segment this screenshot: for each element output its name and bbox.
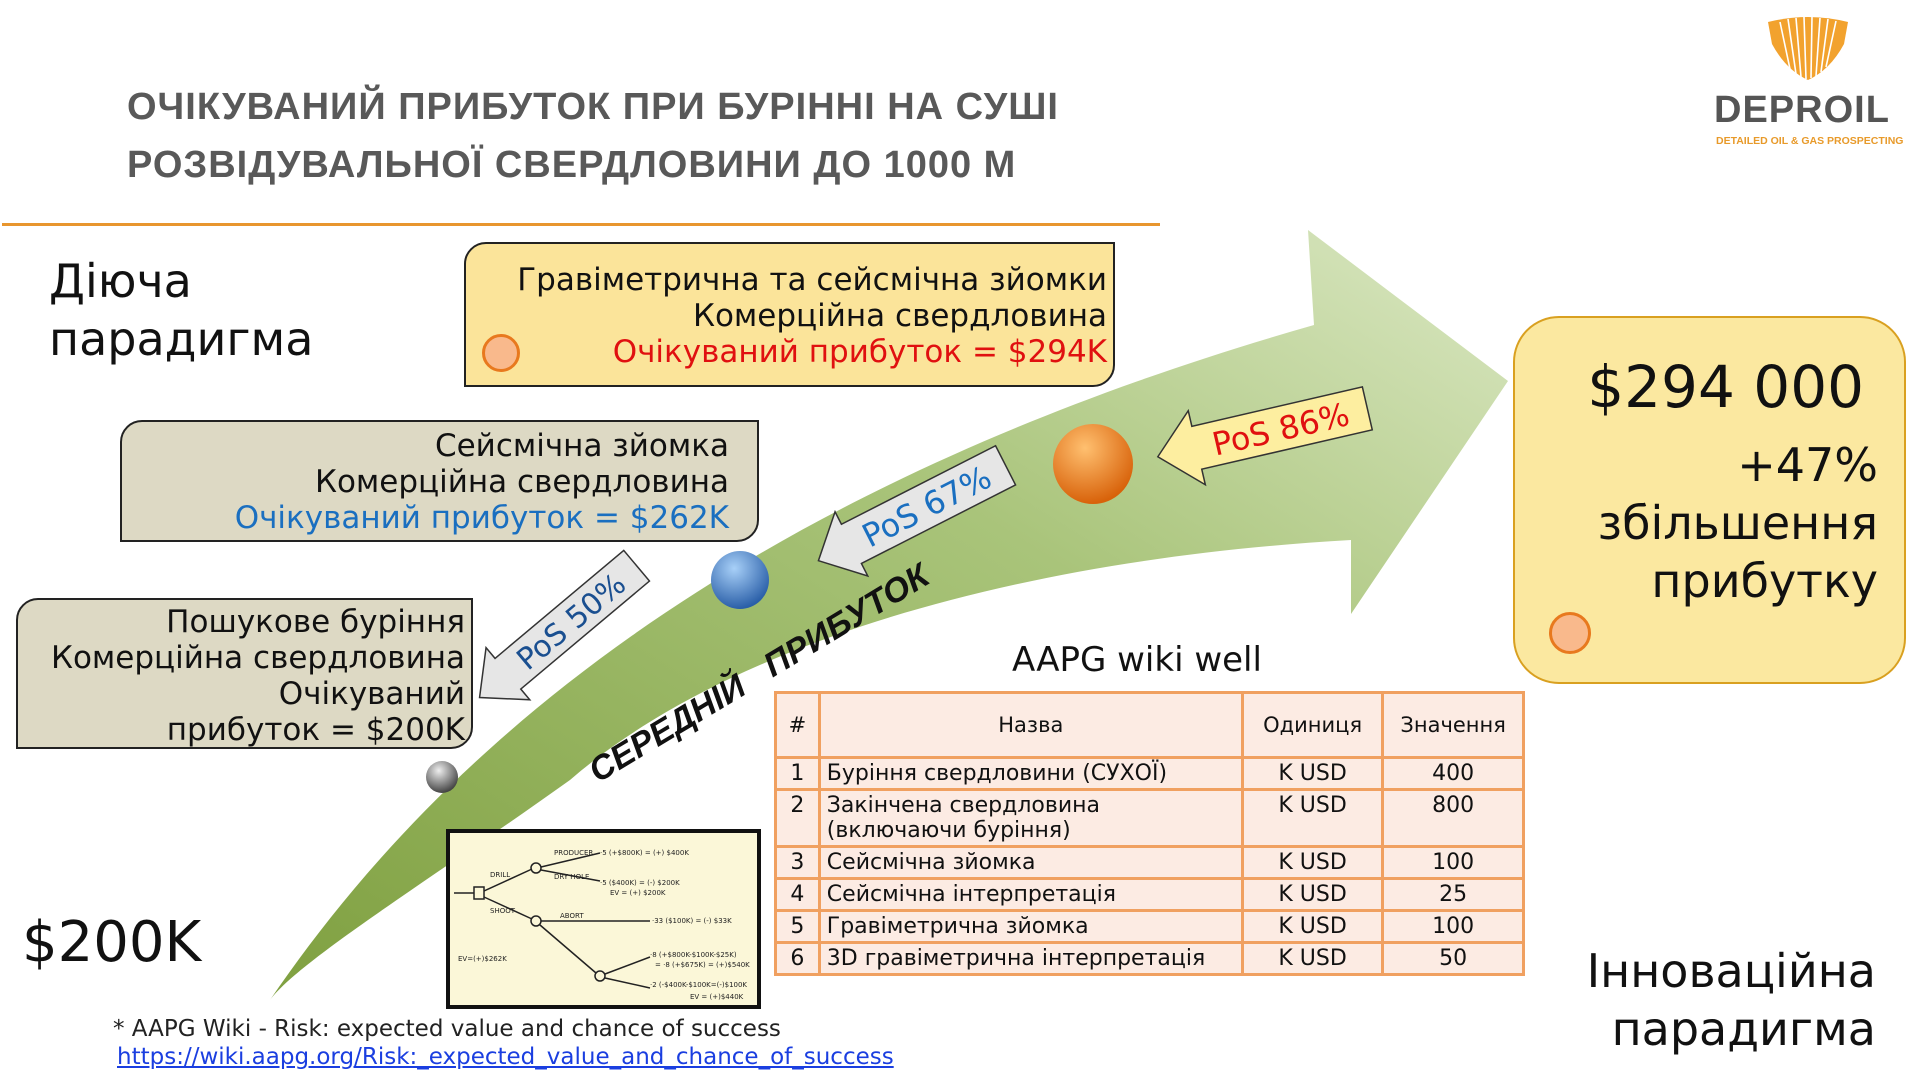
box-line: Комерційна свердловина bbox=[50, 640, 465, 676]
innovative-paradigm-line-1: Інноваційна bbox=[1586, 944, 1876, 998]
cell-name: 3D гравіметрична інтерпретація bbox=[817, 941, 1244, 976]
footnote: * AAPG Wiki - Risk: expected value and c… bbox=[113, 1016, 781, 1042]
tree-ev: EV = (+)$440K bbox=[690, 993, 744, 1001]
header-number: # bbox=[774, 691, 821, 759]
blue-sphere bbox=[711, 551, 769, 609]
orange-circle-icon bbox=[1549, 612, 1591, 654]
header-name: Назва bbox=[817, 691, 1244, 759]
cell-unit: K USD bbox=[1240, 756, 1385, 791]
title-divider bbox=[2, 223, 1160, 226]
cell-unit: K USD bbox=[1240, 845, 1385, 880]
expected-profit-294: Очікуваний прибуток = $294K bbox=[612, 334, 1107, 370]
innovative-paradigm-line-2: парадигма bbox=[1611, 1002, 1876, 1056]
cell-name: Буріння свердловини (СУХОЇ) bbox=[817, 756, 1244, 791]
cell-unit: K USD bbox=[1240, 941, 1385, 976]
header-value: Значення bbox=[1381, 691, 1525, 759]
result-box: $294 000 +47% збільшення прибутку bbox=[1513, 316, 1906, 684]
tree-result: ·33 ($100K) = (-) $33K bbox=[652, 917, 732, 925]
page-title: ОЧІКУВАНИЙ ПРИБУТОК ПРИ БУРІННІ НА СУШІ … bbox=[127, 78, 1059, 194]
tree-producer: PRODUCER bbox=[554, 849, 593, 857]
cell-value: 400 bbox=[1381, 756, 1525, 791]
tree-drill: DRILL bbox=[490, 871, 510, 879]
header-unit: Одиниця bbox=[1240, 691, 1385, 759]
tree-ev: EV=(+)$262K bbox=[458, 955, 507, 963]
cell-value: 25 bbox=[1381, 877, 1525, 912]
cell-number: 3 bbox=[774, 845, 821, 880]
aapg-wiki-link[interactable]: https://wiki.aapg.org/Risk:_expected_val… bbox=[117, 1044, 894, 1070]
tree-result: = ·8 (+$675K) = (+)$540K bbox=[655, 961, 750, 969]
cell-number: 2 bbox=[774, 788, 821, 848]
cell-number: 4 bbox=[774, 877, 821, 912]
orange-circle-icon bbox=[482, 334, 520, 372]
decision-tree-image: DRILL SHOOT PRODUCER DRY HOLE ABORT ·5 (… bbox=[446, 829, 761, 1009]
seismic-box: Сейсмічна зйомка Комерційна свердловина … bbox=[120, 420, 759, 542]
cell-unit: K USD bbox=[1240, 877, 1385, 912]
result-line-1: збільшення bbox=[1597, 496, 1878, 550]
cell-name: Закінчена свердловина (включаючи буріння… bbox=[817, 788, 1244, 848]
exploration-drilling-box: Пошукове буріння Комерційна свердловина … bbox=[16, 598, 473, 749]
current-paradigm-line-1: Діюча bbox=[49, 254, 192, 308]
cell-value: 50 bbox=[1381, 941, 1525, 976]
cell-number: 5 bbox=[774, 909, 821, 944]
cell-name: Гравіметрична зйомка bbox=[817, 909, 1244, 944]
expected-profit-262: Очікуваний прибуток = $262K bbox=[234, 500, 729, 536]
tree-result: ·8 (+$800K-$100K-$25K) bbox=[650, 951, 737, 959]
orange-sphere bbox=[1053, 424, 1133, 504]
tree-result: ·5 (+$800K) = (+) $400K bbox=[600, 849, 689, 857]
result-percent: +47% bbox=[1737, 438, 1878, 492]
tree-ev: EV = (+) $200K bbox=[610, 889, 666, 897]
title-line-1: ОЧІКУВАНИЙ ПРИБУТОК ПРИ БУРІННІ НА СУШІ bbox=[127, 86, 1059, 128]
gravity-seismic-box: Гравіметрична та сейсмічна зйомки Комерц… bbox=[464, 242, 1115, 387]
grey-sphere bbox=[426, 761, 458, 793]
table-caption: AAPG wiki well bbox=[1012, 640, 1262, 680]
cell-number: 6 bbox=[774, 941, 821, 976]
cell-value: 100 bbox=[1381, 909, 1525, 944]
current-paradigm-line-2: парадигма bbox=[49, 312, 314, 366]
table-header-row: # Назва Одиниця Значення bbox=[774, 691, 1525, 759]
box-line: Комерційна свердловина bbox=[314, 464, 729, 500]
box-line: Комерційна свердловина bbox=[692, 298, 1107, 334]
expected-profit-200: прибуток = $200K bbox=[166, 712, 465, 748]
cell-name: Сейсмічна інтерпретація bbox=[817, 877, 1244, 912]
box-line: Сейсмічна зйомка bbox=[434, 428, 729, 464]
deproil-logo: DEPROIL DETAILED OIL & GAS PROSPECTING bbox=[1700, 14, 1910, 147]
tree-abort: ABORT bbox=[560, 912, 584, 920]
shield-logo-icon bbox=[1768, 16, 1848, 80]
cell-unit: K USD bbox=[1240, 909, 1385, 944]
innovative-paradigm-label: Інноваційна парадигма bbox=[1587, 942, 1876, 1058]
box-line: Очікуваний bbox=[278, 676, 465, 712]
cell-value: 800 bbox=[1381, 788, 1525, 848]
result-value: $294 000 bbox=[1587, 353, 1864, 421]
cell-value: 100 bbox=[1381, 845, 1525, 880]
cell-number: 1 bbox=[774, 756, 821, 791]
tree-result: ·5 ($400K) = (-) $200K bbox=[600, 879, 680, 887]
result-line-2: прибутку bbox=[1651, 554, 1878, 608]
box-line: Гравіметрична та сейсмічна зйомки bbox=[517, 262, 1107, 298]
current-paradigm-label: Діюча парадигма bbox=[49, 252, 313, 368]
cell-name: Сейсмічна зйомка bbox=[817, 845, 1244, 880]
tree-shoot: SHOOT bbox=[490, 907, 516, 915]
tree-result: ·2 (-$400K-$100K=(-)$100K bbox=[650, 981, 747, 989]
tree-dry-hole: DRY HOLE bbox=[554, 873, 589, 881]
cell-name-text: Закінчена свердловина (включаючи буріння… bbox=[826, 793, 1100, 843]
start-value: $200K bbox=[22, 910, 202, 975]
box-line: Пошукове буріння bbox=[166, 604, 465, 640]
logo-tagline: DETAILED OIL & GAS PROSPECTING bbox=[1716, 135, 1904, 147]
cell-unit: K USD bbox=[1240, 788, 1385, 848]
green-curved-arrow bbox=[270, 230, 1508, 1000]
title-line-2: РОЗВІДУВАЛЬНОЇ СВЕРДЛОВИНИ ДО 1000 М bbox=[127, 144, 1017, 186]
logo-wordmark: DEPROIL bbox=[1714, 89, 1890, 131]
